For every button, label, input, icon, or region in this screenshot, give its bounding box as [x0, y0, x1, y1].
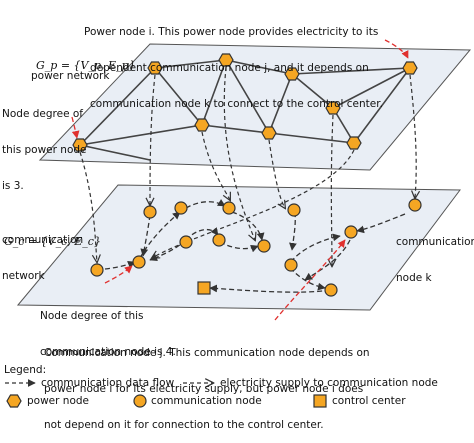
power-node [284, 67, 300, 81]
communication-node [287, 203, 301, 217]
annotation-line: dependent communication node j, and it d… [90, 62, 369, 74]
legend-control-center-icon [313, 394, 327, 408]
communication-node [212, 233, 226, 247]
annotation-line: communication [396, 236, 474, 248]
power-node [218, 53, 234, 67]
annotation-line: is 3. [2, 180, 24, 192]
communication-node-j [344, 225, 358, 239]
communication-node-k [408, 198, 422, 212]
annotation-line: Power node i. This power node provides e… [84, 26, 379, 38]
communication-node [90, 263, 104, 277]
annotation-comm-degree: Node degree of this communication node i… [40, 286, 176, 370]
power-network-formula: G_p = {V_p, E_p} [36, 59, 136, 72]
communication-node [143, 205, 157, 219]
communication-nodes [90, 198, 422, 297]
power-node-i [402, 61, 418, 75]
comm-network-name-line: network [2, 270, 45, 282]
legend-power-node-icon [6, 394, 22, 408]
power-nodes [72, 53, 418, 152]
highlight-arrows [71, 39, 409, 321]
power-node [194, 118, 210, 132]
annotation-power-node-i: Power node i. This power node provides e… [84, 2, 383, 122]
annotation-line: node k [396, 272, 432, 284]
comm-network-name-line: communication [2, 234, 84, 246]
annotation-line: Node degree of [2, 108, 83, 120]
annotation-line: this power node [2, 144, 87, 156]
annotation-comm-node-k: communication node k [396, 212, 474, 296]
communication-node [324, 283, 338, 297]
legend-title: Legend: [4, 364, 47, 376]
communication-node [222, 201, 236, 215]
communication-node [257, 239, 271, 253]
annotation-line: communication node k to connect to the c… [90, 98, 383, 110]
legend-comm-node-label: communication node [151, 395, 262, 407]
communication-node [284, 258, 298, 272]
annotation-line: Communication node j. This communication… [44, 347, 370, 359]
power-node [325, 101, 341, 115]
communication-network-label: communication network [2, 210, 83, 294]
communication-network-plane [16, 184, 461, 311]
control-center [197, 281, 211, 295]
power-node [261, 126, 277, 140]
legend-electricity-label: electricity supply to communication node [220, 377, 438, 389]
annotation-line: power node i for its electricity supply,… [44, 383, 364, 395]
annotation-line: communication node is 4. [40, 346, 176, 358]
power-node [147, 61, 163, 75]
diagram-canvas [5, 39, 472, 408]
communication-network-formula: G_c = {V_c, E_c} [4, 235, 101, 248]
legend-comm-flow-label: communication data flow [41, 377, 175, 389]
legend-comm-node-icon [133, 394, 147, 408]
power-node [346, 136, 362, 150]
legend-power-node-label: power node [27, 395, 89, 407]
annotation-line: not depend on it for connection to the c… [44, 419, 324, 431]
communication-node [174, 201, 188, 215]
power-network-label: power network [31, 46, 109, 94]
communication-node [179, 235, 193, 249]
power-edges [79, 59, 411, 161]
power-network-name: power network [31, 70, 110, 82]
power-node-degree-3 [72, 138, 88, 152]
legend-control-center-label: control center [332, 395, 406, 407]
annotation-power-degree: Node degree of this power node is 3. [2, 84, 87, 204]
annotation-line: Node degree of this [40, 310, 144, 322]
communication-node-degree-4 [132, 255, 146, 269]
